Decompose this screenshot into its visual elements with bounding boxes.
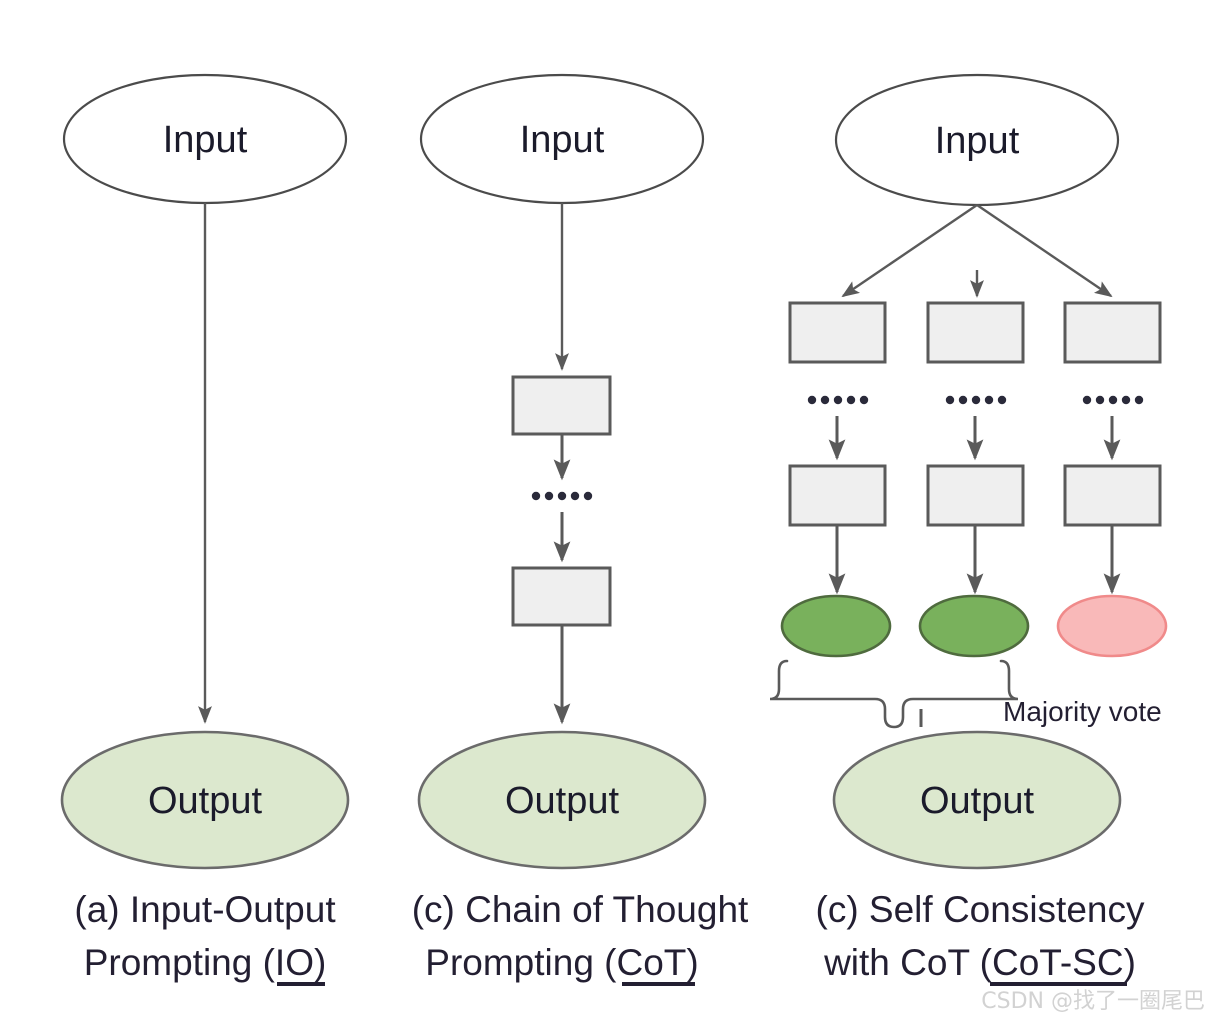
cot-output-ellipse[interactable] (417, 730, 707, 870)
cotsc-caption-prefix: with CoT ( (823, 942, 993, 983)
cot-caption-abbr: CoT (617, 942, 687, 983)
cot-step-box-2[interactable] (511, 566, 612, 627)
cotsc-branch-3 (1056, 301, 1168, 658)
cotsc-output-label: Output (920, 780, 1035, 822)
cotsc-branch-1-step-bottom[interactable] (788, 464, 887, 527)
io-caption-line1: (a) Input-Output (74, 889, 336, 930)
cot-caption-line1: (c) Chain of Thought (412, 889, 749, 930)
io-caption-prefix: Prompting ( (84, 942, 276, 983)
cotsc-majority-vote-label: Majority vote (1003, 696, 1162, 727)
io-caption-line2: Prompting (IO) (84, 942, 327, 983)
cotsc-branch-1-ellipsis-dots (807, 395, 869, 405)
cot-caption-line2: Prompting (CoT) (425, 942, 698, 983)
cotsc-caption-line1: (c) Self Consistency (816, 889, 1145, 930)
cotsc-input-label: Input (935, 120, 1020, 162)
cot-caption-prefix: Prompting ( (425, 942, 617, 983)
cotsc-branch-3-result-incorrect[interactable] (1056, 594, 1168, 658)
cotsc-branch-3-ellipsis-dots (1082, 395, 1144, 405)
cotsc-branch-3-step-top[interactable] (1063, 301, 1162, 364)
cot-step-box-1[interactable] (511, 375, 612, 436)
io-caption-abbr: IO (275, 942, 314, 983)
cotsc-branch-2-ellipsis-dots (945, 395, 1007, 405)
cotsc-caption-line2: with CoT (CoT-SC) (823, 942, 1136, 983)
csdn-watermark: CSDN @找了一圈尾巴 (981, 989, 1205, 1014)
cot-ellipsis-dots (531, 491, 593, 501)
cotsc-branch-2-step-top[interactable] (926, 301, 1025, 364)
io-output-ellipse[interactable] (60, 730, 350, 870)
cotsc-branch-2-result-correct[interactable] (918, 594, 1030, 658)
cotsc-branch-2 (918, 301, 1030, 658)
io-caption-suffix: ) (314, 942, 326, 983)
cotsc-branch-2-step-bottom[interactable] (926, 464, 1025, 527)
cotsc-caption-abbr: CoT-SC (992, 942, 1124, 983)
cot-caption-suffix: ) (686, 942, 698, 983)
cotsc-output-ellipse[interactable] (832, 730, 1122, 870)
cotsc-edge-input-to-branch-1 (841, 204, 978, 298)
panel-cot-sc: Input (769, 73, 1168, 986)
cotsc-branch-1-result-correct[interactable] (780, 594, 892, 658)
io-input-label: Input (163, 119, 248, 161)
panel-io: Input Output (a) Input-Output Prompting … (60, 73, 350, 986)
cotsc-edge-input-to-branch-3 (976, 204, 1113, 298)
cotsc-branch-3-step-bottom[interactable] (1063, 464, 1162, 527)
io-output-label: Output (148, 780, 263, 822)
cotsc-caption-suffix: ) (1124, 942, 1136, 983)
cotsc-branch-1 (780, 301, 892, 658)
cot-input-label: Input (520, 119, 605, 161)
cotsc-branch-1-step-top[interactable] (788, 301, 887, 364)
cotsc-majority-brace (769, 659, 1019, 729)
panel-cot: Input Output (c) Chain of Thought Prompt… (412, 73, 749, 986)
cot-output-label: Output (505, 780, 620, 822)
